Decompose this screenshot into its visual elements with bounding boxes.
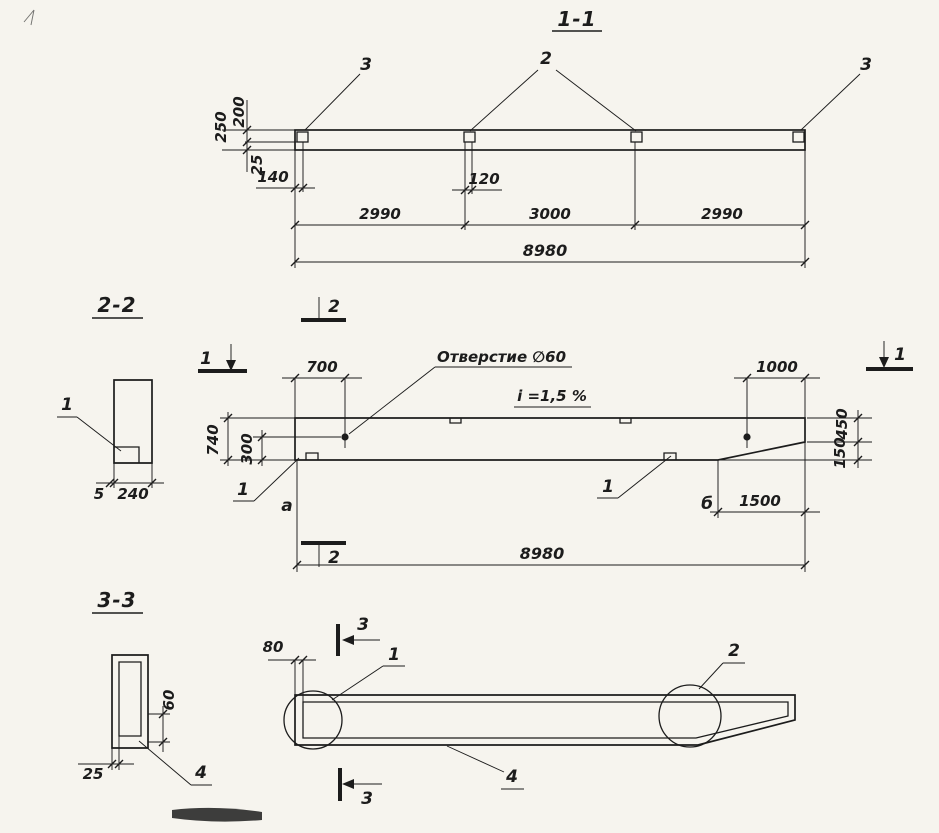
callout-4-section3: 4 xyxy=(194,763,207,783)
marker-1-right-arrowhead xyxy=(879,357,889,368)
marker-2-top: 2 xyxy=(328,297,340,317)
callout-1-leader xyxy=(57,416,122,452)
section-3-3-outline xyxy=(111,654,149,749)
slope-label: i =1,5 % xyxy=(517,387,587,405)
callout-4-section3-leader xyxy=(138,740,212,786)
callout-1-plan-leader xyxy=(331,665,405,701)
dim-3000: 3000 xyxy=(529,205,571,223)
small-dim-extension-lines xyxy=(256,142,806,268)
top-dim-ticks xyxy=(290,373,810,383)
dim-25-section3: 25 xyxy=(83,765,104,783)
dim-300: 300 xyxy=(238,433,256,464)
callout-1-plan: 1 xyxy=(388,645,400,665)
dim-80: 80 xyxy=(263,638,284,656)
dim-250: 250 xyxy=(212,111,230,142)
callout-1-elev-right: 1 xyxy=(602,477,614,497)
dim-8980-top: 8980 xyxy=(523,241,568,260)
embedded-plates xyxy=(296,131,805,143)
dim-60: 60 xyxy=(160,690,178,711)
left-dimension-lines xyxy=(222,100,297,172)
embedded-plate-marks xyxy=(305,418,677,460)
bottom-dim-ticks xyxy=(292,507,810,570)
label-b: б xyxy=(701,494,713,514)
dim-80-lines xyxy=(268,659,316,704)
dim-5: 5 xyxy=(94,485,104,503)
marker-1-left-arrowhead xyxy=(226,360,236,371)
callout-1-section2: 1 xyxy=(61,395,73,415)
dim-150: 150 xyxy=(831,437,849,468)
detail-circle-left xyxy=(283,690,343,750)
dim-25-ticks xyxy=(107,759,124,769)
dim-2990-right: 2990 xyxy=(701,205,743,223)
callout-4-plan: 4 xyxy=(505,767,518,787)
section-2-2-title: 2-2 xyxy=(97,293,136,317)
detail-circle-right xyxy=(658,684,722,748)
callout-1-elev-left: 1 xyxy=(237,480,249,500)
scan-mark xyxy=(23,9,35,26)
callout-2-plan-leader xyxy=(698,662,745,690)
section-2-2-ledge xyxy=(114,446,140,463)
left-dim-lines xyxy=(220,412,341,466)
marker-1-right: 1 xyxy=(894,345,906,365)
right-dim-ticks xyxy=(853,413,863,465)
left-dimension-ticks xyxy=(242,125,252,155)
section-view-3-3: 3-3 60 25 4 xyxy=(78,588,212,786)
dim-2990-left: 2990 xyxy=(359,205,401,223)
dim-25: 25 xyxy=(248,155,266,176)
hole-note: Отверстие ∅60 xyxy=(437,348,566,366)
marker-3-top: 3 xyxy=(357,615,369,635)
marker-3-bottom: 3 xyxy=(361,789,373,809)
small-dim-ticks xyxy=(290,183,477,195)
plan-inner-walls xyxy=(302,701,789,739)
dim-120: 120 xyxy=(468,170,499,188)
section-3-3-title: 3-3 xyxy=(97,588,136,612)
section-cut-3-bottom-arrowhead xyxy=(342,779,354,789)
view-1-1: 1-1 3 2 3 200 250 25 140 120 2990 3000 2… xyxy=(212,7,872,268)
overall-dim-ticks xyxy=(290,257,810,267)
dim-60-ticks xyxy=(158,709,168,747)
dim-8980-elevation: 8980 xyxy=(520,544,565,563)
callout-4-plan-leader xyxy=(446,745,524,790)
hole-center-lines xyxy=(344,378,748,448)
dim-1500: 1500 xyxy=(739,492,781,510)
section-cut-3-top-arrowhead xyxy=(342,635,354,645)
callout-1-elev-left-leader xyxy=(233,457,300,502)
dim-240: 240 xyxy=(117,485,148,503)
dim-740: 740 xyxy=(204,424,222,455)
marker-2-bottom: 2 xyxy=(328,548,340,568)
section-3-3-inner xyxy=(118,661,142,737)
label-a: а xyxy=(281,496,292,516)
dim-80-ticks xyxy=(290,655,308,665)
bottom-dim-lines xyxy=(296,442,820,572)
scan-smudge xyxy=(172,807,262,822)
beam-elevation-outline xyxy=(294,417,806,461)
left-dim-ticks xyxy=(223,413,267,465)
beam-top-chord-outline xyxy=(294,129,806,151)
dim-450: 450 xyxy=(833,408,851,440)
dim-700: 700 xyxy=(306,358,337,376)
section-view-2-2: 2-2 1 5 240 xyxy=(57,293,164,503)
callout-1-elev-right-leader xyxy=(597,455,672,499)
plan-outline xyxy=(294,694,796,746)
callout-2-plan: 2 xyxy=(728,641,740,661)
marker-1-left: 1 xyxy=(200,349,212,369)
callout-2-mid: 2 xyxy=(540,49,552,69)
top-dim-lines xyxy=(282,377,820,418)
right-dim-lines xyxy=(718,410,872,468)
view-1-1-title: 1-1 xyxy=(557,7,596,31)
chain-dim-ticks xyxy=(290,220,810,230)
callout-leaders xyxy=(304,69,861,132)
section-2-2-dim-ticks xyxy=(105,478,157,488)
callout-3-left: 3 xyxy=(360,55,372,75)
plan-view: 3 80 1 2 4 3 xyxy=(263,615,796,809)
dim-200: 200 xyxy=(230,96,248,127)
dim-140: 140 xyxy=(257,168,288,186)
dim-1000: 1000 xyxy=(756,358,798,376)
hole-note-leader xyxy=(348,366,572,435)
elevation-view: 2 2 1 1 Отверстие ∅60 i =1,5 % 700 1000 … xyxy=(198,297,913,572)
callout-3-right: 3 xyxy=(860,55,872,75)
